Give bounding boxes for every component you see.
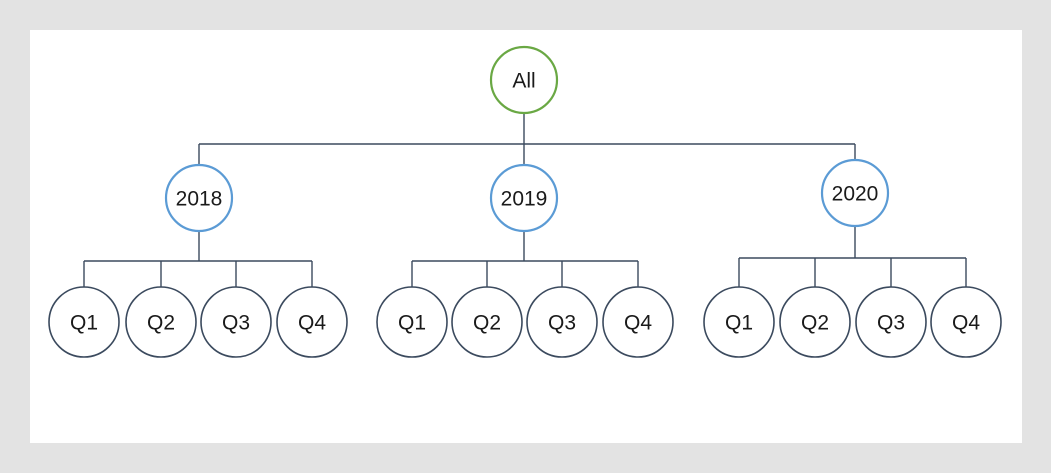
node-q-2019-q4-circle[interactable] [602, 286, 674, 358]
node-q-2018-q4-circle[interactable] [276, 286, 348, 358]
node-year-2018-circle[interactable] [164, 163, 234, 233]
node-q-2019-q3-circle[interactable] [526, 286, 598, 358]
node-q-2020-q1[interactable]: Q1 [703, 286, 775, 358]
edges-layer [83, 113, 967, 287]
node-year-2020-circle[interactable] [820, 158, 890, 228]
node-q-2020-q3-circle[interactable] [855, 286, 927, 358]
node-all-circle[interactable] [489, 45, 559, 115]
node-q-2018-q2-label: Q2 [147, 312, 175, 335]
node-q-2018-q4-label: Q4 [298, 312, 326, 335]
node-q-2018-q3-label: Q3 [222, 312, 250, 335]
node-q-2019-q1-circle[interactable] [376, 286, 448, 358]
node-q-2019-q1[interactable]: Q1 [376, 286, 448, 358]
node-q-2019-q4-label: Q4 [624, 312, 652, 335]
node-year-2018-label: 2018 [176, 188, 223, 211]
node-year-2018[interactable]: 2018 [164, 163, 234, 233]
node-q-2019-q3[interactable]: Q3 [526, 286, 598, 358]
node-q-2020-q1-label: Q1 [725, 312, 753, 335]
node-q-2018-q1-label: Q1 [70, 312, 98, 335]
node-q-2020-q4-circle[interactable] [930, 286, 1002, 358]
node-q-2020-q3-label: Q3 [877, 312, 905, 335]
node-q-2020-q4[interactable]: Q4 [930, 286, 1002, 358]
node-q-2018-q1[interactable]: Q1 [48, 286, 120, 358]
node-q-2018-q3[interactable]: Q3 [200, 286, 272, 358]
node-q-2019-q4[interactable]: Q4 [602, 286, 674, 358]
node-q-2020-q2-label: Q2 [801, 312, 829, 335]
node-all-label: All [512, 70, 535, 93]
node-year-2019[interactable]: 2019 [489, 163, 559, 233]
node-year-2019-label: 2019 [501, 188, 548, 211]
node-year-2020[interactable]: 2020 [820, 158, 890, 228]
node-q-2018-q4[interactable]: Q4 [276, 286, 348, 358]
node-q-2020-q2-circle[interactable] [779, 286, 851, 358]
node-year-2019-circle[interactable] [489, 163, 559, 233]
node-q-2018-q3-circle[interactable] [200, 286, 272, 358]
node-all[interactable]: All [489, 45, 559, 115]
node-q-2018-q1-circle[interactable] [48, 286, 120, 358]
node-q-2019-q3-label: Q3 [548, 312, 576, 335]
node-q-2020-q2[interactable]: Q2 [779, 286, 851, 358]
node-q-2020-q3[interactable]: Q3 [855, 286, 927, 358]
node-year-2020-label: 2020 [832, 183, 879, 206]
node-q-2018-q2-circle[interactable] [125, 286, 197, 358]
node-q-2019-q2-circle[interactable] [451, 286, 523, 358]
node-q-2019-q1-label: Q1 [398, 312, 426, 335]
node-q-2020-q4-label: Q4 [952, 312, 980, 335]
node-q-2019-q2-label: Q2 [473, 312, 501, 335]
node-q-2019-q2[interactable]: Q2 [451, 286, 523, 358]
node-q-2020-q1-circle[interactable] [703, 286, 775, 358]
node-q-2018-q2[interactable]: Q2 [125, 286, 197, 358]
nodes-layer: Q1 Q2 Q3 Q4 Q1 Q2 Q3 Q4 Q1 Q2 Q3 Q4 2018 2019 2020 All [48, 45, 1002, 358]
